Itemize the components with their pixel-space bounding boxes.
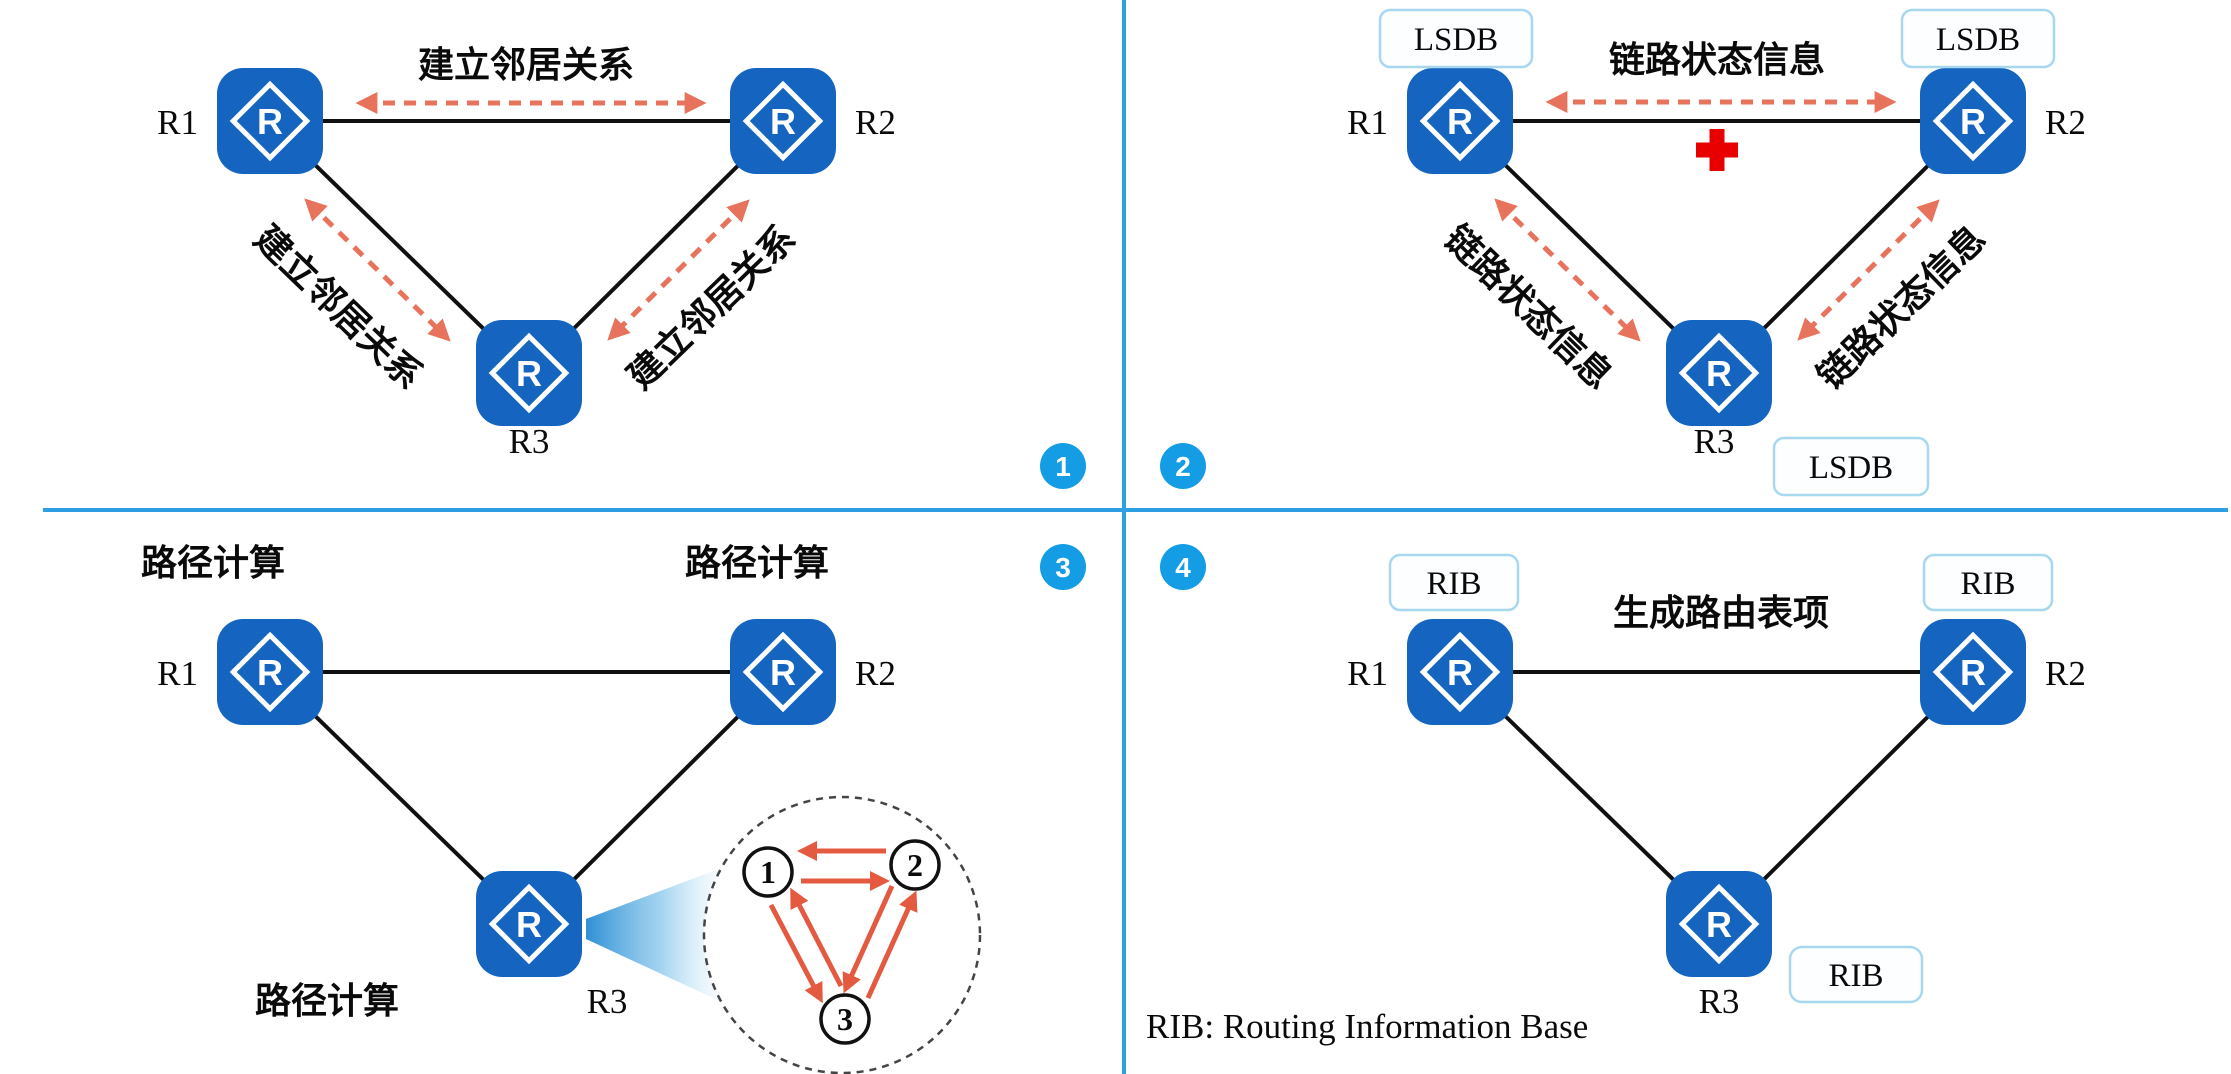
- spf-arrow-1-to-3: [768, 903, 823, 1004]
- badge-number: 4: [1175, 552, 1191, 583]
- router-r3-icon: [1666, 871, 1772, 977]
- router-r3-icon: [476, 320, 582, 426]
- lsa-label-top: 链路状态信息: [1609, 39, 1825, 80]
- router-r3-label: R3: [1699, 982, 1740, 1021]
- rib-box-r3: RIB: [1788, 945, 1924, 1004]
- step-badge-3: 3: [1040, 544, 1086, 590]
- router-r2-label: R2: [855, 654, 896, 693]
- lsa-arrow-left: [1494, 198, 1641, 342]
- router-r2-label: R2: [855, 103, 896, 142]
- badge-circle: [1160, 443, 1206, 489]
- lsdb-box: [1772, 436, 1930, 497]
- router-r3-icon: [1666, 320, 1772, 426]
- spf-node-circle: [889, 839, 941, 891]
- link-failure-cross-icon: [1696, 129, 1738, 171]
- rib-label: RIB: [1960, 566, 2015, 602]
- router-r2-icon: [1920, 68, 2026, 174]
- router-r1-icon: [217, 619, 323, 725]
- lsa-label-left: 链路状态信息: [1437, 217, 1621, 397]
- badge-circle: [1040, 544, 1086, 590]
- quadrant-1: R1 R2 R3 建立邻居关系 建立邻居关系 建立邻居关系: [157, 44, 896, 461]
- spf-node-number: 2: [907, 847, 923, 883]
- lsdb-box-r2: LSDB: [1900, 8, 2056, 69]
- rib-box-r2: RIB: [1922, 553, 2054, 612]
- spf-node-number: 1: [760, 854, 776, 890]
- badge-circle: [1040, 443, 1086, 489]
- lsdb-box: [1378, 8, 1534, 69]
- badge-number: 3: [1055, 552, 1071, 583]
- quadrant-3: 1 2 3 R1 R2 R3 路径计算 路径计算 路径计算: [141, 542, 982, 1074]
- lsdb-box-r3: LSDB: [1772, 436, 1930, 497]
- router-r3-icon: [476, 871, 582, 977]
- neighbor-arrow-left: [304, 198, 451, 342]
- rib-footnote: RIB: Routing Information Base: [1146, 1007, 1588, 1046]
- router-r3-label: R3: [587, 982, 628, 1021]
- spf-arrow-2-to-3: [842, 884, 895, 994]
- lsdb-label: LSDB: [1414, 22, 1498, 58]
- badge-circle: [1160, 544, 1206, 590]
- spf-node-1: 1: [742, 846, 794, 898]
- router-r2-label: R2: [2045, 654, 2086, 693]
- router-r1-icon: [1407, 68, 1513, 174]
- badge-number: 1: [1055, 451, 1071, 482]
- lsa-arrow-right: [1797, 199, 1940, 341]
- neighbor-arrow-right: [607, 199, 750, 341]
- router-r2-icon: [730, 619, 836, 725]
- router-r3-label: R3: [509, 422, 550, 461]
- lsdb-label: LSDB: [1809, 450, 1893, 486]
- router-r1-label: R1: [1347, 654, 1388, 693]
- spf-zoom-beam: [586, 867, 724, 1003]
- router-r2-label: R2: [2045, 103, 2086, 142]
- spf-node-number: 3: [837, 1001, 853, 1037]
- spf-arrow-3-to-2: [865, 890, 918, 1000]
- route-table-label-top: 生成路由表项: [1613, 592, 1829, 633]
- spf-node-3: 3: [819, 993, 871, 1045]
- rib-box: [1388, 553, 1520, 612]
- path-calc-label-r1: 路径计算: [141, 542, 285, 583]
- router-r1-label: R1: [157, 654, 198, 693]
- neighbor-label-right: 建立邻居关系: [619, 217, 803, 397]
- rib-label: RIB: [1426, 566, 1481, 602]
- lsa-label-right: 链路状态信息: [1809, 217, 1993, 397]
- spf-node-circle: [742, 846, 794, 898]
- router-r2-icon: [1920, 619, 2026, 725]
- spf-node-circle: [819, 993, 871, 1045]
- quadrant-2: R1 R2 R3 LSDB LSDB LSDB 链路状态信息 链路状态信息 链路…: [1347, 8, 2086, 497]
- rib-box: [1922, 553, 2054, 612]
- path-calc-label-r3: 路径计算: [255, 980, 399, 1021]
- router-r3-label: R3: [1694, 422, 1735, 461]
- rib-box-r1: RIB: [1388, 553, 1520, 612]
- badge-number: 2: [1175, 451, 1191, 482]
- lsdb-box: [1900, 8, 2056, 69]
- neighbor-label-left: 建立邻居关系: [247, 217, 431, 397]
- spf-arrow-3-to-1: [790, 887, 844, 988]
- router-r1-icon: [217, 68, 323, 174]
- lsdb-label: LSDB: [1936, 22, 2020, 58]
- router-r1-icon: [1407, 619, 1513, 725]
- path-calc-label-r2: 路径计算: [685, 542, 829, 583]
- rib-box: [1788, 945, 1924, 1004]
- router-r1-label: R1: [1347, 103, 1388, 142]
- step-badge-1: 1: [1040, 443, 1086, 489]
- lsdb-box-r1: LSDB: [1378, 8, 1534, 69]
- rib-label: RIB: [1828, 958, 1883, 994]
- router-r2-icon: [730, 68, 836, 174]
- quadrant-4: R1 R2 R3 RIB RIB RIB 生成路由表项: [1347, 553, 2086, 1021]
- step-badge-4: 4: [1160, 544, 1206, 590]
- step-badge-2: 2: [1160, 443, 1206, 489]
- spf-node-2: 2: [889, 839, 941, 891]
- neighbor-label-top: 建立邻居关系: [418, 44, 634, 85]
- router-r1-label: R1: [157, 103, 198, 142]
